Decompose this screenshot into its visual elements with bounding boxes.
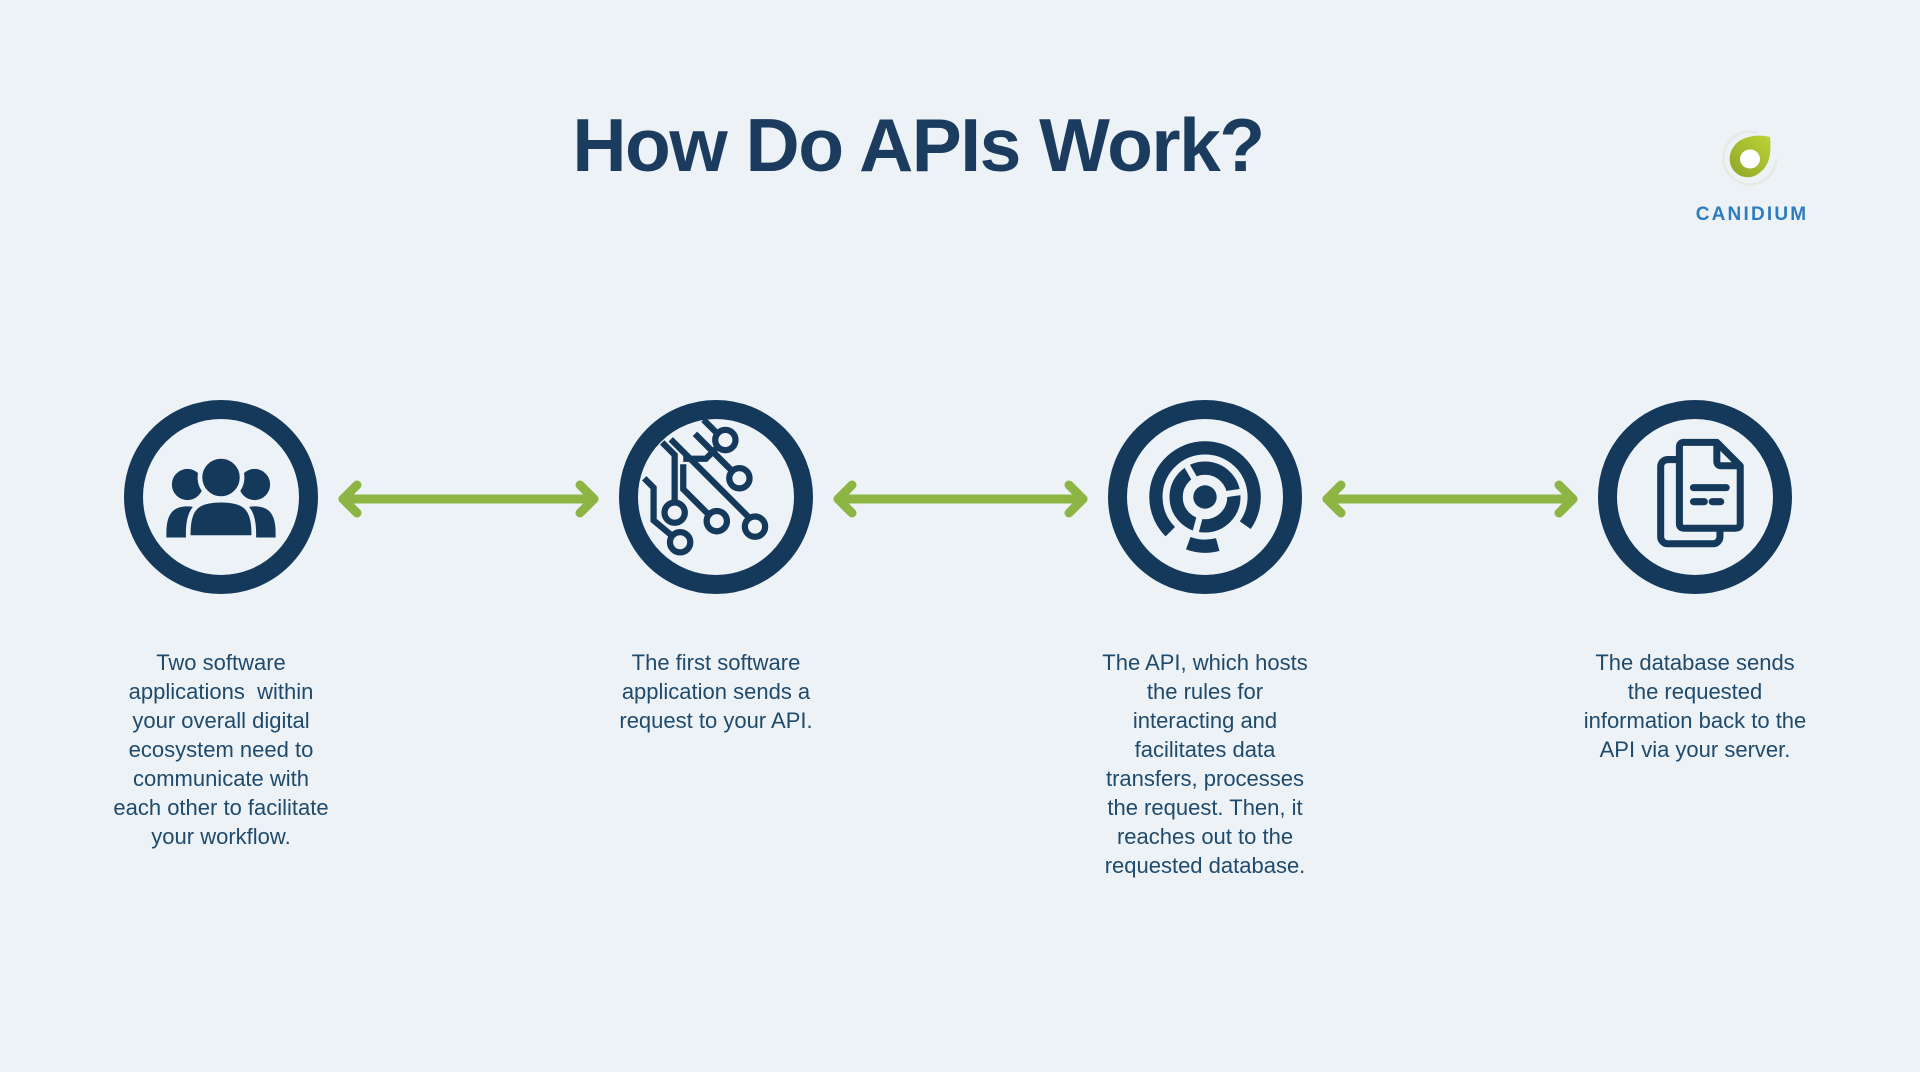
page-title: How Do APIs Work? (572, 103, 1265, 187)
step-two-applications: Two software applications within your ov… (81, 400, 361, 849)
step-circle (124, 400, 318, 594)
step-api-processing: The API, which hosts the rules for inter… (1065, 400, 1345, 878)
step-circle (619, 400, 813, 594)
step-caption: The database sends the requested informa… (1583, 650, 1807, 762)
documents-icon (1657, 438, 1744, 548)
bottom-edge-strip (0, 1072, 1920, 1080)
double-arrow-icon (1322, 480, 1578, 518)
step-caption: The API, which hosts the rules for inter… (1102, 650, 1308, 878)
canidium-logo-text: CANIDIUM (1695, 204, 1809, 225)
step-circle (1598, 400, 1792, 594)
step-database-response: The database sends the requested informa… (1555, 400, 1835, 762)
double-arrow-icon (833, 480, 1088, 518)
step-caption: The first software application sends a r… (619, 650, 813, 733)
step-circle (1108, 400, 1302, 594)
canidium-logo: CANIDIUM (1690, 120, 1814, 226)
step-caption: Two software applications within your ov… (113, 650, 329, 849)
users-icon (166, 454, 276, 540)
api-maze-icon (1149, 441, 1261, 553)
canidium-leaf-icon (1722, 130, 1778, 186)
step-first-application: The first software application sends a r… (576, 400, 856, 733)
double-arrow-icon (338, 480, 599, 518)
circuit-icon (642, 419, 769, 556)
